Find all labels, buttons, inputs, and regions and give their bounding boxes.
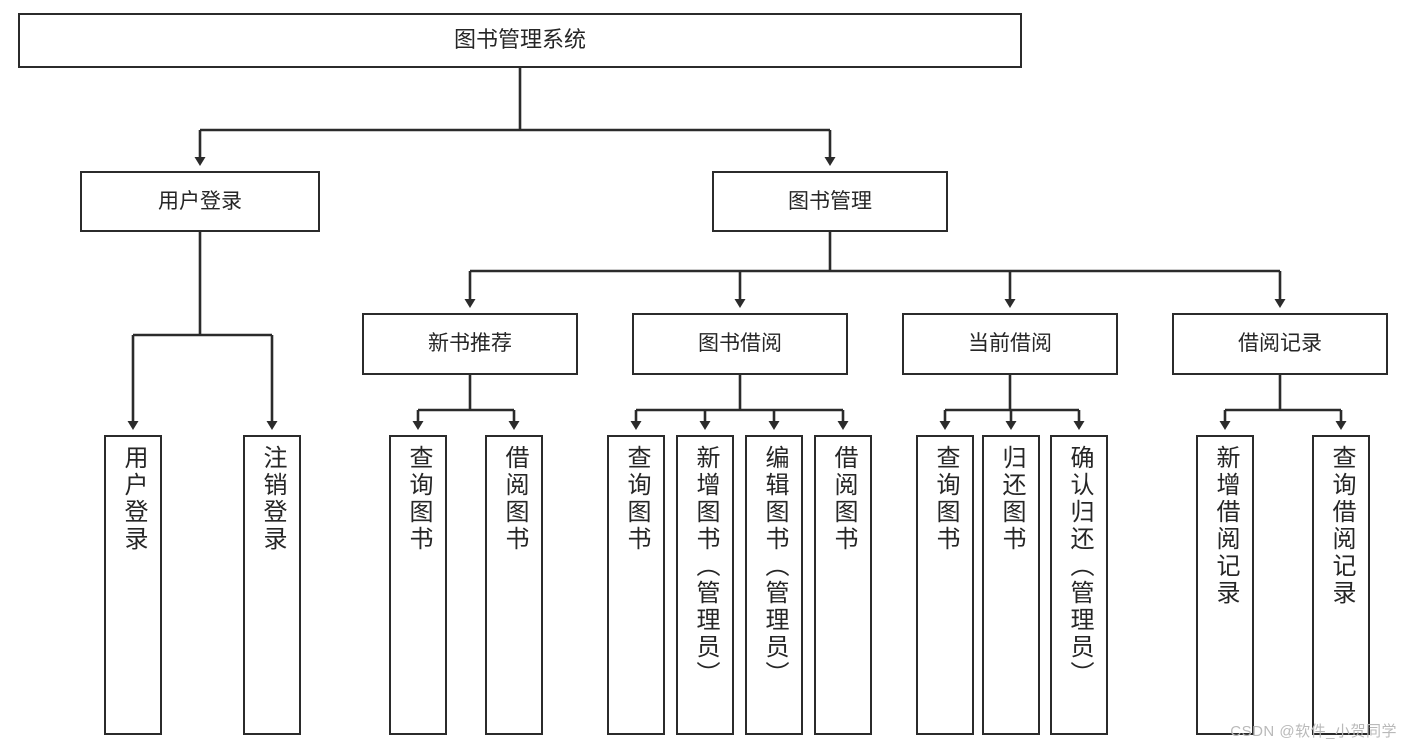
node-label: 借阅图书 xyxy=(501,445,528,553)
leaf-query-book-borrow[interactable]: 查询图书 xyxy=(607,435,665,735)
node-label: 归还图书 xyxy=(998,445,1025,553)
leaf-return-book[interactable]: 归还图书 xyxy=(982,435,1040,735)
node-label: 查询图书 xyxy=(623,445,650,553)
node-label: 查询图书 xyxy=(932,445,959,553)
leaf-confirm-return-admin[interactable]: 确认归还（管理员） xyxy=(1050,435,1108,735)
node-label: 新书推荐 xyxy=(428,332,512,356)
node-label: 新增借阅记录 xyxy=(1212,445,1239,607)
node-label: 借阅图书 xyxy=(830,445,857,553)
node-book-management[interactable]: 图书管理 xyxy=(712,171,948,232)
leaf-borrow-book-newbook[interactable]: 借阅图书 xyxy=(485,435,543,735)
node-label: 图书管理系统 xyxy=(453,27,586,53)
node-label: 查询图书 xyxy=(405,445,432,553)
node-new-book-recommend[interactable]: 新书推荐 xyxy=(362,313,578,375)
leaf-query-borrow-record[interactable]: 查询借阅记录 xyxy=(1312,435,1370,735)
leaf-user-login[interactable]: 用户登录 xyxy=(104,435,162,735)
node-book-borrow[interactable]: 图书借阅 xyxy=(632,313,848,375)
leaf-logout-login[interactable]: 注销登录 xyxy=(243,435,301,735)
node-label: 确认归还（管理员） xyxy=(1066,445,1093,688)
node-label: 新增图书（管理员） xyxy=(692,445,719,688)
leaf-add-borrow-record[interactable]: 新增借阅记录 xyxy=(1196,435,1254,735)
node-label: 编辑图书（管理员） xyxy=(761,445,788,688)
node-root-system[interactable]: 图书管理系统 xyxy=(18,13,1022,68)
leaf-query-book-current[interactable]: 查询图书 xyxy=(916,435,974,735)
leaf-query-book-newbook[interactable]: 查询图书 xyxy=(389,435,447,735)
node-label: 用户登录 xyxy=(120,445,147,553)
csdn-watermark: CSDN @软件_小贺同学 xyxy=(1230,723,1397,740)
leaf-borrow-book[interactable]: 借阅图书 xyxy=(814,435,872,735)
node-label: 查询借阅记录 xyxy=(1328,445,1355,607)
leaf-add-book-admin[interactable]: 新增图书（管理员） xyxy=(676,435,734,735)
node-user-login[interactable]: 用户登录 xyxy=(80,171,320,232)
node-label: 借阅记录 xyxy=(1238,332,1322,356)
leaf-edit-book-admin[interactable]: 编辑图书（管理员） xyxy=(745,435,803,735)
node-label: 图书借阅 xyxy=(698,332,782,356)
node-label: 图书管理 xyxy=(788,189,872,213)
node-label: 注销登录 xyxy=(259,445,286,553)
node-label: 用户登录 xyxy=(158,189,242,213)
node-current-borrow[interactable]: 当前借阅 xyxy=(902,313,1118,375)
node-label: 当前借阅 xyxy=(968,332,1052,356)
node-borrow-record[interactable]: 借阅记录 xyxy=(1172,313,1388,375)
